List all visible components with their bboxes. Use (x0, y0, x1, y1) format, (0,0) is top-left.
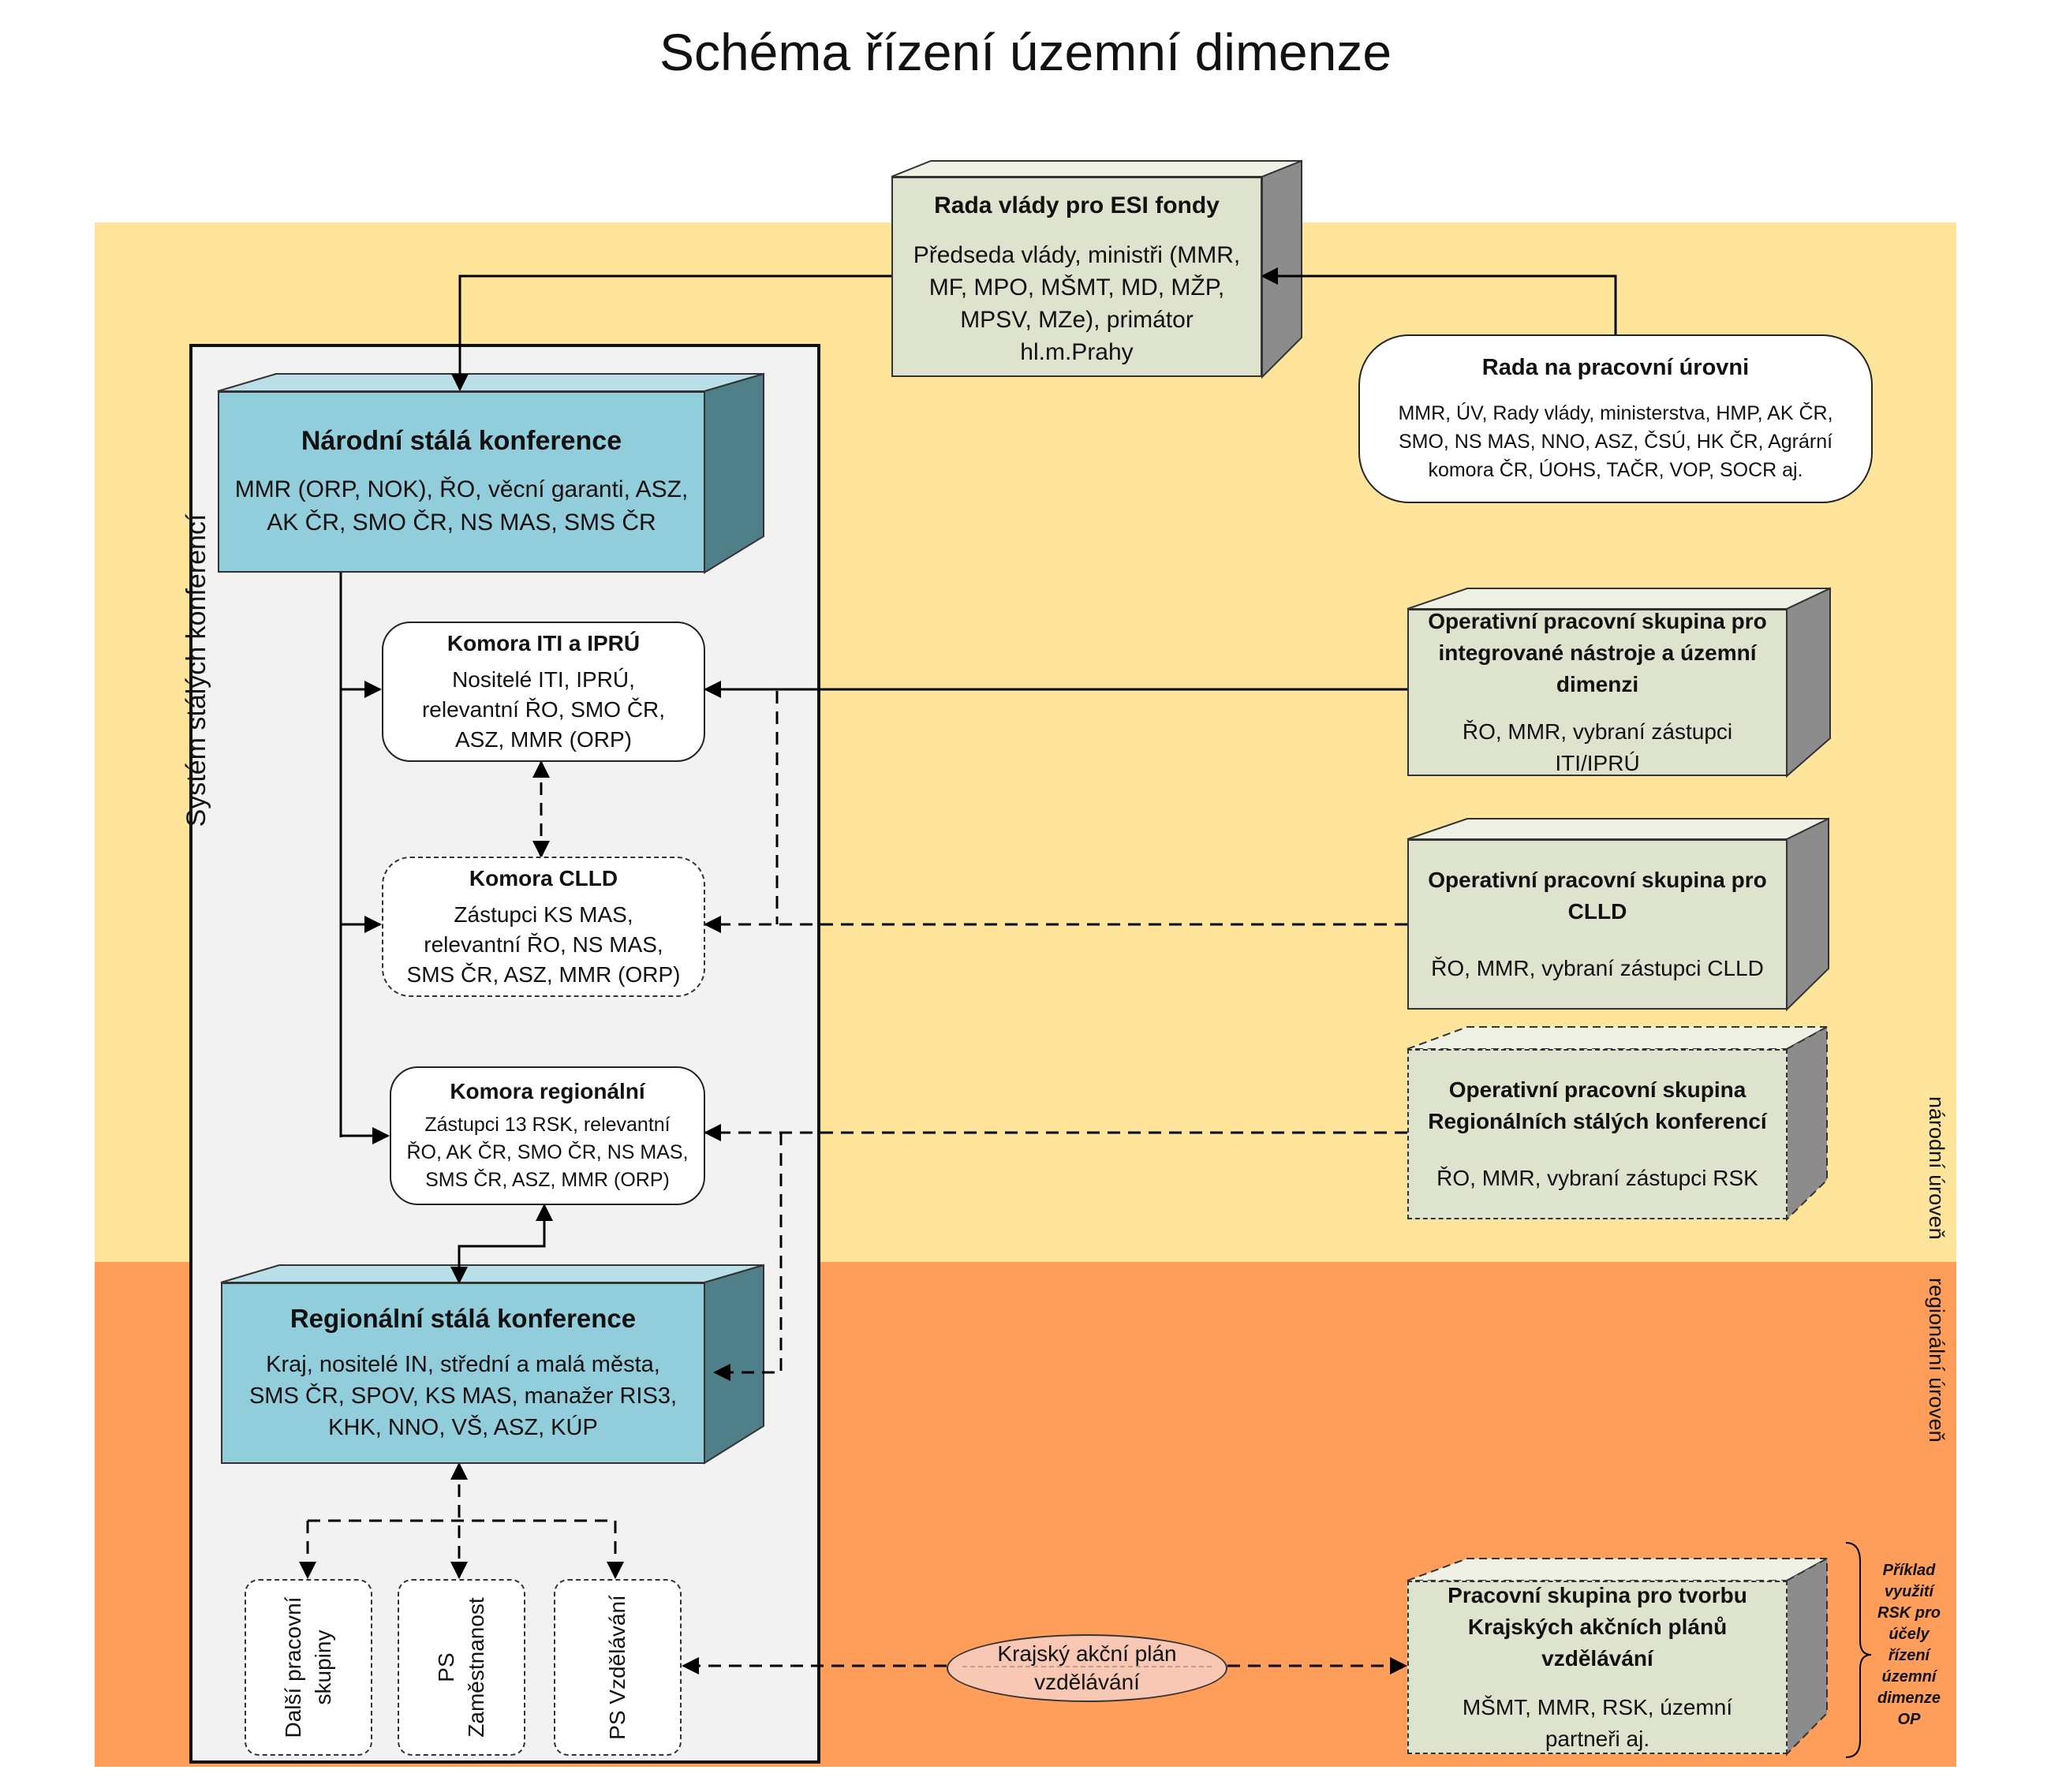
ops-clld-box: Operativní pracovní skupina pro CLLD ŘO,… (1407, 839, 1788, 1010)
ops-iti-box: Operativní pracovní skupina pro integrov… (1407, 609, 1788, 776)
system-container (189, 344, 820, 1764)
ps-kap-line-2: partneři aj. (1545, 1727, 1650, 1751)
rada-pracovni-line-2: SMO, NS MAS, NNO, ASZ, ČSÚ, HK ČR, Agrár… (1398, 431, 1833, 453)
ps-vzdelavani-line-1: PS Vzdělávání (605, 1595, 629, 1740)
ops-clld-3d (1407, 817, 1829, 1012)
ps-kap-title-1: Pracovní skupina pro tvorbu (1448, 1583, 1747, 1607)
ps-zamestnanost-line-2: Zaměstnanost (464, 1597, 488, 1738)
narodni-box: Národní stálá konference MMR (ORP, NOK),… (218, 391, 705, 573)
side-note-line-8: OP (1897, 1711, 1921, 1728)
regionalni-line-1: Kraj, nositelé IN, střední a malá města, (266, 1352, 660, 1377)
ops-rsk-title-1: Operativní pracovní skupina (1448, 1077, 1747, 1102)
dalsi-skupiny-line-2: skupiny (311, 1630, 335, 1705)
ops-rsk-3d (1407, 1025, 1828, 1222)
side-note-line-4: účely (1888, 1626, 1930, 1643)
kap-ellipse-label: Krajský akční plán vzdělávání (947, 1634, 1227, 1702)
side-note-line-7: dimenze (1877, 1689, 1941, 1707)
dalsi-skupiny-box (245, 1579, 372, 1756)
ps-kap-3d (1407, 1557, 1828, 1757)
ops-rsk-box: Operativní pracovní skupina Regionálních… (1407, 1049, 1788, 1219)
narodni-title: Národní stálá konference (301, 426, 622, 456)
rada-vlady-title: Rada vlády pro ESI fondy (934, 192, 1220, 218)
rada-pracovni-title: Rada na pracovní úrovni (1481, 355, 1750, 380)
narodni-line-1: MMR (ORP, NOK), ŘO, věcní garanti, ASZ, (234, 476, 689, 502)
komora-clld-line-3: SMS ČR, ASZ, MMR (ORP) (406, 962, 681, 987)
side-note-line-6: územní (1881, 1668, 1937, 1686)
ps-zamestnanost-label: PS Zaměstnanost (430, 1581, 493, 1754)
ps-kap-title-2: Krajských akčních plánů (1467, 1615, 1728, 1639)
ops-iti-title-3: dimenzi (1556, 672, 1639, 696)
ops-iti-3d (1407, 587, 1831, 778)
side-note-line-2: využití (1884, 1583, 1934, 1600)
narodni-line-2: AK ČR, SMO ČR, NS MAS, SMS ČR (267, 510, 656, 536)
side-note-line-3: RSK pro (1877, 1604, 1941, 1622)
kap-ellipse-line-2: vzdělávání (1034, 1670, 1140, 1694)
narodni-3d (217, 372, 764, 574)
komora-regionalni-line-3: SMS ČR, ASZ, MMR (ORP) (425, 1169, 670, 1191)
ops-clld-title-2: CLLD (1567, 899, 1627, 924)
komora-iti-box: Komora ITI a IPRÚ Nositelé ITI, IPRÚ, re… (382, 622, 705, 762)
komora-iti-title: Komora ITI a IPRÚ (446, 631, 641, 655)
rada-pracovni-line-1: MMR, ÚV, Rady vlády, ministerstva, HMP, … (1398, 402, 1833, 424)
komora-clld-line-2: relevantní ŘO, NS MAS, (424, 932, 663, 957)
komora-regionalni-title: Komora regionální (450, 1079, 645, 1103)
ops-iti-title-1: Operativní pracovní skupina pro (1428, 609, 1767, 633)
ps-kap-box: Pracovní skupina pro tvorbu Krajských ak… (1407, 1581, 1788, 1754)
komora-iti-line-2: relevantní ŘO, SMO ČR, (421, 697, 666, 722)
rada-pracovni-box: Rada na pracovní úrovni MMR, ÚV, Rady vl… (1358, 334, 1873, 503)
kap-ellipse-line-1: Krajský akční plán (997, 1641, 1177, 1666)
komora-iti-line-1: Nositelé ITI, IPRÚ, (452, 667, 635, 692)
komora-regionalni-line-2: ŘO, AK ČR, SMO ČR, NS MAS, (406, 1141, 689, 1163)
rada-vlady-line-3: MPSV, MZe), primátor (960, 306, 1194, 333)
rada-vlady-box: Rada vlády pro ESI fondy Předseda vlády,… (891, 177, 1262, 377)
kap-ellipse (947, 1634, 1227, 1702)
side-note-line-1: Příklad (1882, 1562, 1936, 1579)
komora-clld-line-1: Zástupci KS MAS, (454, 902, 633, 927)
ops-iti-title-2: integrované nástroje a územní (1438, 640, 1757, 665)
ops-clld-line-1: ŘO, MMR, vybraní zástupci CLLD (1431, 956, 1764, 980)
regionalni-box: Regionální stálá konference Kraj, nosite… (221, 1282, 705, 1464)
regionalni-line-3: KHK, NNO, VŠ, ASZ, KÚP (328, 1415, 598, 1440)
komora-regionalni-box: Komora regionální Zástupci 13 RSK, relev… (390, 1066, 705, 1205)
rada-vlady-3d (891, 159, 1302, 379)
regionalni-line-2: SMS ČR, SPOV, KS MAS, manažer RIS3, (248, 1383, 678, 1409)
rada-vlady-line-4: hl.m.Prahy (1020, 338, 1134, 365)
page-title: Schéma řízení územní dimenze (659, 23, 1392, 81)
ops-iti-line-1: ŘO, MMR, vybraní zástupci (1462, 719, 1733, 744)
rada-vlady-line-2: MF, MPO, MŠMT, MD, MŽP, (928, 274, 1225, 301)
ps-vzdelavani-label: PS Vzdělávání (586, 1581, 649, 1754)
dalsi-skupiny-line-1: Další pracovní (281, 1596, 305, 1738)
komora-iti-line-3: ASZ, MMR (ORP) (455, 727, 632, 752)
side-note: Příklad využití RSK pro účely řízení úze… (1870, 1560, 1948, 1730)
ps-kap-title-3: vzdělávání (1541, 1646, 1653, 1671)
ps-zamestnanost-box (398, 1579, 525, 1756)
regionalni-title: Regionální stálá konference (290, 1304, 637, 1333)
ops-rsk-line-1: ŘO, MMR, vybraní zástupci RSK (1436, 1166, 1758, 1190)
rada-pracovni-line-3: komora ČR, ÚOHS, TAČR, VOP, SOCR aj. (1428, 459, 1803, 481)
ps-kap-line-1: MŠMT, MMR, RSK, územní (1462, 1695, 1733, 1719)
komora-regionalni-line-1: Zástupci 13 RSK, relevantní (424, 1114, 671, 1136)
ops-rsk-title-2: Regionálních stálých konferencí (1428, 1109, 1767, 1133)
rada-vlady-line-1: Předseda vlády, ministři (MMR, (913, 241, 1241, 268)
dalsi-skupiny-label: Další pracovní skupiny (277, 1581, 340, 1754)
kap-ellipse-midline (962, 1666, 1212, 1667)
ops-iti-line-2: ITI/IPRÚ (1555, 751, 1640, 775)
ops-clld-title-1: Operativní pracovní skupina pro (1428, 868, 1767, 892)
ps-vzdelavani-box (554, 1579, 682, 1756)
ps-zamestnanost-line-1: PS (434, 1652, 458, 1682)
komora-clld-title: Komora CLLD (469, 866, 618, 890)
side-note-line-5: řízení (1888, 1647, 1930, 1664)
komora-clld-box: Komora CLLD Zástupci KS MAS, relevantní … (382, 857, 705, 997)
